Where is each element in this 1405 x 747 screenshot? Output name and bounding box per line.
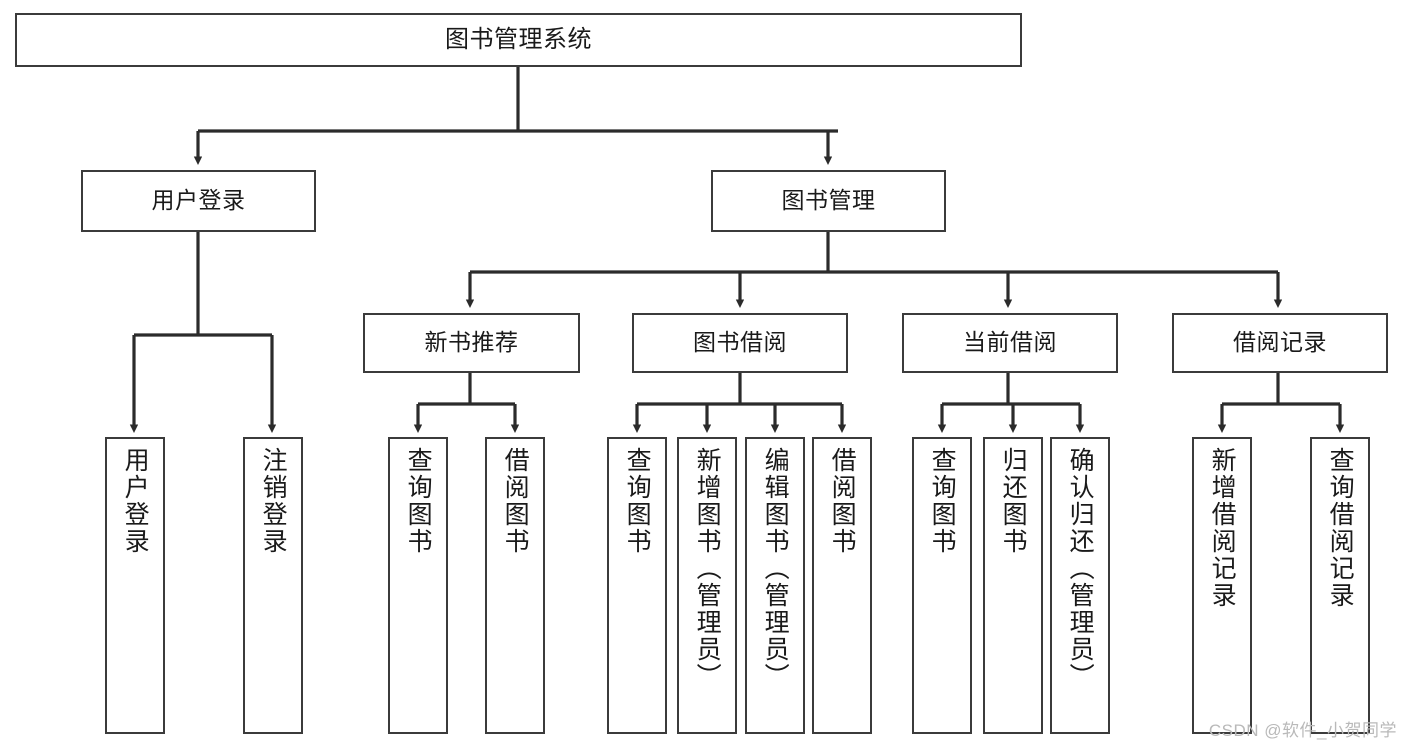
node-current-borrow-label: 当前借阅 [963,329,1057,356]
node-new-book-recommend-label: 新书推荐 [424,329,519,356]
node-leaf-return-book[interactable]: 归还图书 [983,437,1043,734]
node-leaf-borrow-book-1-label: 借阅图书 [501,447,530,555]
node-user-login-label: 用户登录 [151,187,246,214]
node-borrow-record-label: 借阅记录 [1233,329,1327,356]
node-root[interactable]: 图书管理系统 [15,13,1022,67]
node-book-borrow-label: 图书借阅 [693,329,787,356]
node-leaf-logout[interactable]: 注销登录 [243,437,303,734]
node-book-manage[interactable]: 图书管理 [711,170,946,232]
csdn-watermark: CSDN @软件_小贺同学 [1208,721,1397,740]
node-leaf-return-book-label: 归还图书 [999,447,1028,555]
node-book-borrow[interactable]: 图书借阅 [632,313,848,373]
node-leaf-query-book-1[interactable]: 查询图书 [388,437,448,734]
node-leaf-add-record-label: 新增借阅记录 [1208,447,1237,609]
node-leaf-add-book[interactable]: 新增图书（管理员） [677,437,737,734]
node-borrow-record[interactable]: 借阅记录 [1172,313,1388,373]
node-user-login[interactable]: 用户登录 [81,170,316,232]
node-leaf-borrow-book-2-label: 借阅图书 [828,447,857,555]
node-leaf-add-book-label: 新增图书（管理员） [693,447,722,690]
node-leaf-query-book-1-label: 查询图书 [404,447,433,555]
node-current-borrow[interactable]: 当前借阅 [902,313,1118,373]
node-leaf-query-book-2-label: 查询图书 [623,447,652,555]
node-leaf-edit-book-label: 编辑图书（管理员） [761,447,790,690]
node-leaf-user-login[interactable]: 用户登录 [105,437,165,734]
node-leaf-confirm-return[interactable]: 确认归还（管理员） [1050,437,1110,734]
node-leaf-borrow-book-2[interactable]: 借阅图书 [812,437,872,734]
node-leaf-confirm-return-label: 确认归还（管理员） [1066,447,1095,690]
node-leaf-user-login-label: 用户登录 [121,447,150,555]
node-leaf-query-record-label: 查询借阅记录 [1326,447,1355,609]
node-leaf-logout-label: 注销登录 [259,447,288,555]
node-new-book-recommend[interactable]: 新书推荐 [363,313,580,373]
node-leaf-query-book-2[interactable]: 查询图书 [607,437,667,734]
node-book-manage-label: 图书管理 [781,187,876,214]
node-leaf-add-record[interactable]: 新增借阅记录 [1192,437,1252,734]
node-leaf-edit-book[interactable]: 编辑图书（管理员） [745,437,805,734]
node-leaf-query-book-3[interactable]: 查询图书 [912,437,972,734]
node-root-label: 图书管理系统 [445,25,592,53]
node-leaf-query-book-3-label: 查询图书 [928,447,957,555]
node-leaf-borrow-book-1[interactable]: 借阅图书 [485,437,545,734]
node-leaf-query-record[interactable]: 查询借阅记录 [1310,437,1370,734]
